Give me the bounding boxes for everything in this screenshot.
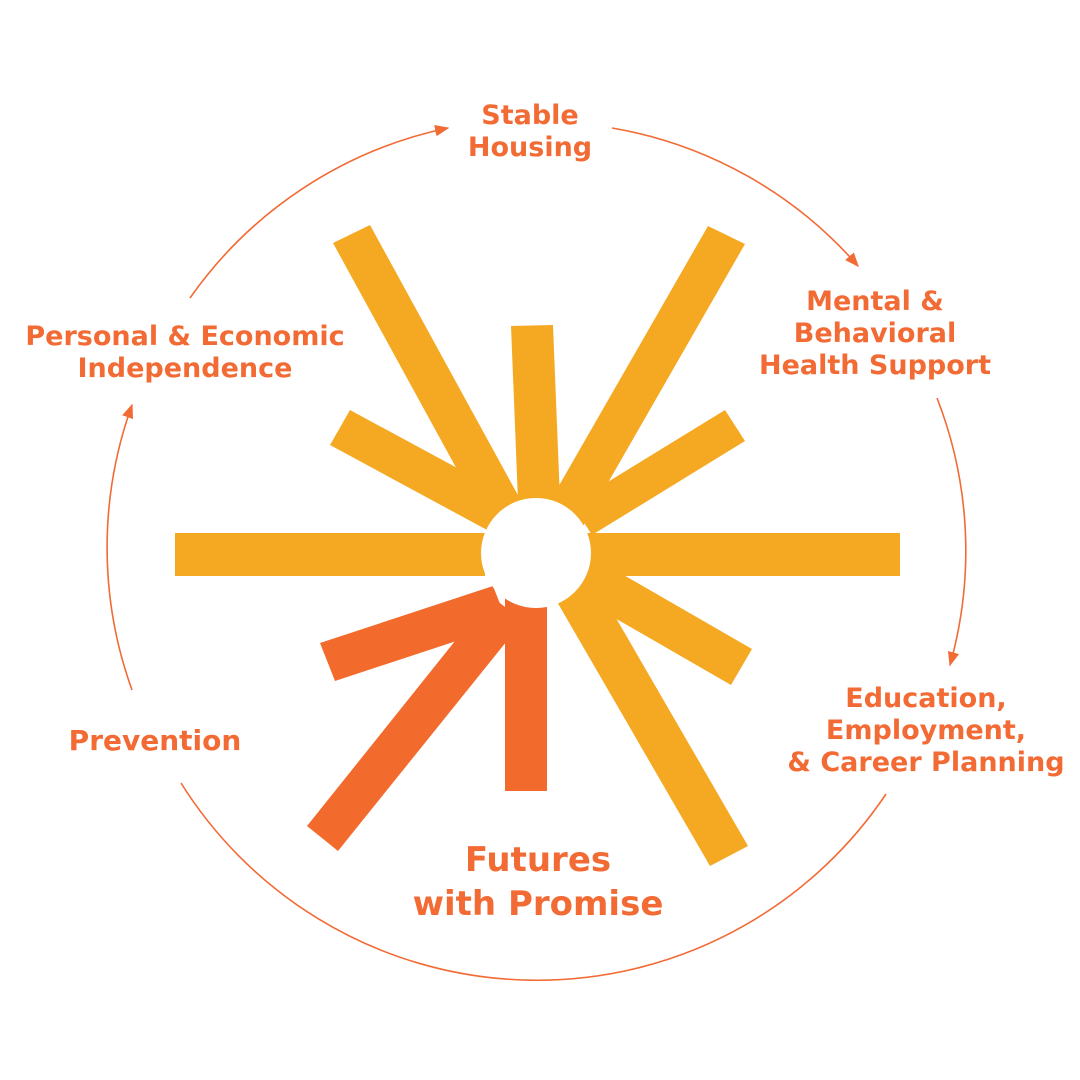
ray <box>307 596 523 851</box>
ray <box>511 325 560 501</box>
label-line: Employment, <box>825 714 1027 746</box>
title-line: Futures <box>464 840 612 880</box>
ray <box>568 555 752 685</box>
diagram-title: Futures with Promise <box>388 838 688 926</box>
ray <box>505 598 547 791</box>
label-stable-housing: Stable Housing <box>440 100 620 164</box>
label-line: Prevention <box>68 724 242 757</box>
label-personal-economic: Personal & Economic Independence <box>20 321 350 385</box>
label-line: Housing <box>467 131 593 163</box>
label-line: Personal & Economic <box>25 321 345 352</box>
label-line: Behavioral <box>793 317 957 349</box>
ray <box>545 226 745 528</box>
label-line: Independence <box>77 352 293 384</box>
label-education: Education, Employment, & Career Planning <box>776 683 1076 779</box>
cycle-arrow-icon <box>106 403 134 691</box>
label-line: Health Support <box>758 349 991 381</box>
cycle-arrow-icon <box>611 127 859 268</box>
title-line: with Promise <box>412 884 664 925</box>
ray <box>585 533 900 576</box>
cycle-arrow-icon <box>189 125 450 299</box>
label-line: Mental & <box>806 286 944 317</box>
label-prevention: Prevention <box>55 724 255 757</box>
ray <box>572 410 745 535</box>
center-circle <box>481 498 591 608</box>
cycle-arrow-icon <box>180 782 887 982</box>
ray <box>330 410 520 537</box>
label-mental-health: Mental & Behavioral Health Support <box>745 286 1005 382</box>
ray <box>175 533 485 576</box>
starburst-icon <box>175 225 900 866</box>
cycle-arrows <box>106 125 967 982</box>
label-line: Stable <box>481 100 579 131</box>
ray <box>320 586 508 681</box>
label-line: Education, <box>845 683 1007 714</box>
label-line: & Career Planning <box>787 746 1065 778</box>
ray <box>333 225 525 526</box>
ray <box>556 580 748 866</box>
cycle-arrow-icon <box>936 397 967 667</box>
